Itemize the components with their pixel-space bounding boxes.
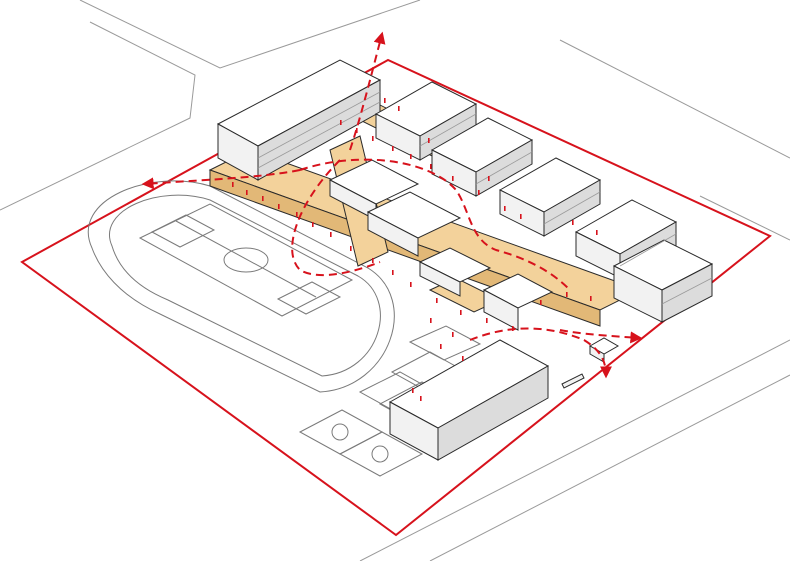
person-figure [452,176,454,181]
person-figure [420,396,422,401]
person-figure [430,318,432,323]
person-figure [478,190,480,195]
court-circle-2 [372,446,388,462]
person-figure [356,128,358,133]
street-edge-north-1 [80,0,420,68]
person-figure [350,246,352,251]
person-figure [330,232,332,237]
court-circle-1 [332,424,348,440]
person-figure [572,220,574,225]
person-figure [512,326,514,331]
person-figure [398,106,400,111]
person-figure [340,120,342,125]
person-figure [296,212,298,217]
person-figure [392,146,394,151]
person-figure [372,136,374,141]
person-figure [372,258,374,263]
penalty-box-west [152,215,214,247]
person-figure [440,344,442,349]
person-figure [436,298,438,303]
street-edge-east-2 [700,196,790,240]
person-figure [392,270,394,275]
person-figure [540,300,542,305]
person-figure [462,356,464,361]
person-figure [410,282,412,287]
person-figure [312,222,314,227]
penalty-box-east [278,282,340,314]
person-figure [428,138,430,143]
halfway-line [176,221,316,297]
person-figure [520,214,522,219]
path-east-exit [560,330,640,338]
person-figure [246,190,248,195]
basketball-court-6 [410,326,480,360]
basketball-court-1 [300,410,382,454]
person-figure [460,310,462,315]
person-figure [596,230,598,235]
gymnasium [390,340,548,460]
person-figure [430,164,432,169]
person-figure [488,176,490,181]
bench [562,374,584,388]
person-figure [590,296,592,301]
person-figure [504,206,506,211]
person-figure [410,154,412,159]
person-figure [566,292,568,297]
person-figure [412,388,414,393]
person-figure [262,196,264,201]
person-figure [384,98,386,103]
person-figure [278,204,280,209]
street-edge-east-1 [560,40,790,158]
center-circle [224,248,268,272]
person-figure [232,182,234,187]
person-figure [452,332,454,337]
person-figure [486,318,488,323]
